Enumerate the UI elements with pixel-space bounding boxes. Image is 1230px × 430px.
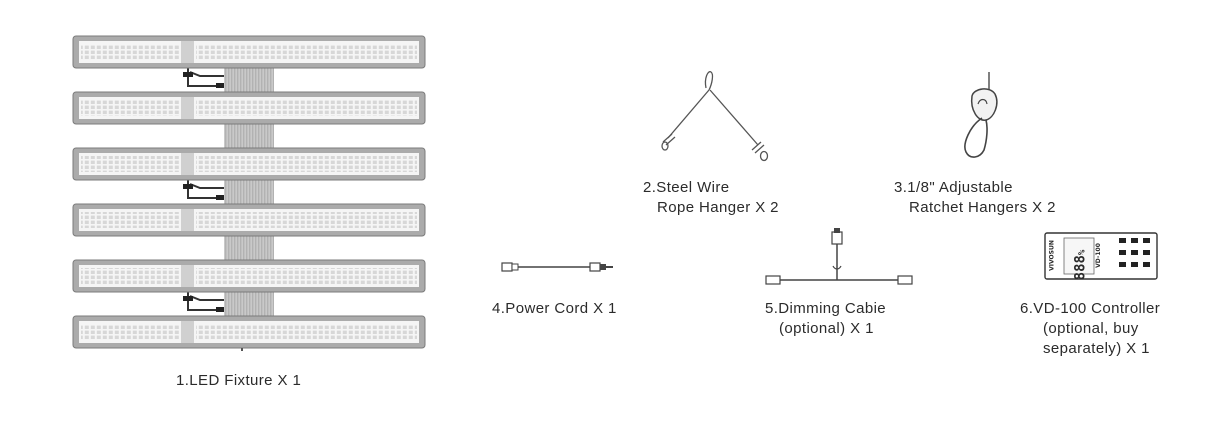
label-line: 2.Steel Wire (643, 179, 730, 196)
dimming-cable-label: 5.Dimming Cabie (optional) X 1 (765, 299, 886, 339)
light-bar (72, 259, 426, 293)
light-bar (72, 147, 426, 181)
controller-unit: % (1077, 249, 1088, 256)
light-bar (72, 91, 426, 125)
light-bar (72, 203, 426, 237)
led-fixture-label: 1.LED Fixture X 1 (176, 371, 301, 391)
label-line: Rope Hanger X 2 (657, 199, 779, 216)
ratchet-hanger-label: 3.1/8" Adjustable Ratchet Hangers X 2 (894, 178, 1056, 218)
label-line: Ratchet Hangers X 2 (909, 199, 1056, 216)
controller-model: VD-100 (1094, 243, 1102, 268)
power-cord-illustration (501, 262, 613, 272)
controller-digit-value: 888 (1072, 255, 1089, 281)
controller-brand: VIVOSUN (1048, 240, 1056, 271)
ratchet-hanger-illustration (964, 72, 998, 158)
label-line: (optional) X 1 (779, 320, 874, 337)
dimming-cable-illustration (765, 228, 913, 285)
label-line: (optional, buy (1043, 320, 1139, 337)
light-bar (72, 315, 426, 349)
controller-label: 6.VD-100 Controller (optional, buy separ… (1020, 299, 1160, 359)
label-line: 4.Power Cord X 1 (492, 300, 617, 317)
steel-wire-rope-hanger-illustration (661, 71, 769, 162)
vd-100-controller-illustration (1044, 232, 1158, 280)
label-line: 5.Dimming Cabie (765, 300, 887, 317)
label-line: 3.1/8" Adjustable (894, 179, 1013, 196)
light-bar (72, 35, 426, 69)
label-line: 6.VD-100 Controller (1020, 300, 1161, 317)
controller-digits: 888% (1072, 250, 1088, 281)
steel-wire-label: 2.Steel Wire Rope Hanger X 2 (643, 178, 779, 218)
led-fixture-illustration (72, 35, 426, 351)
label-line: 1.LED Fixture X 1 (176, 372, 302, 389)
power-cord-label: 4.Power Cord X 1 (492, 299, 617, 319)
label-line: separately) X 1 (1043, 340, 1150, 357)
